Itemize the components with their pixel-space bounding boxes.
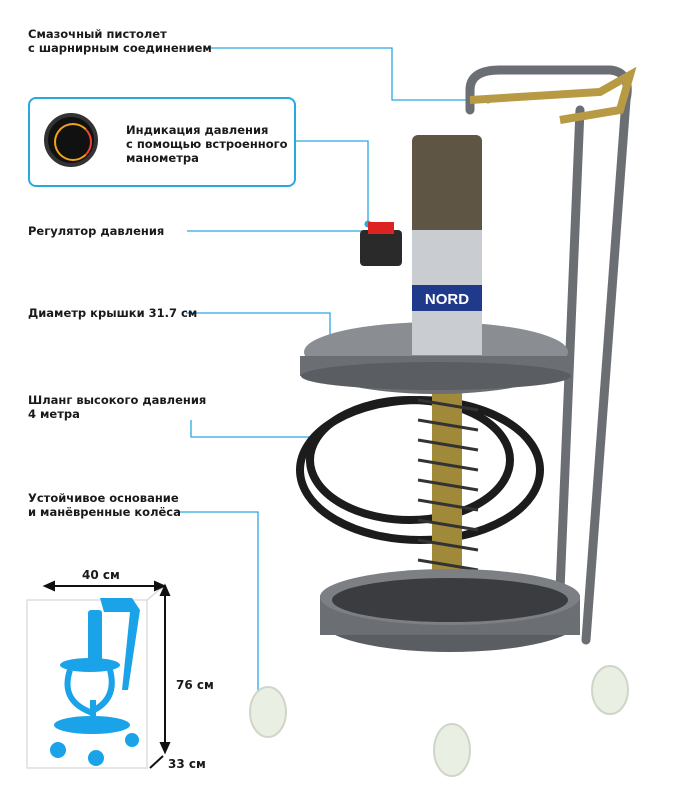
- regulator: [360, 230, 402, 266]
- pump-top: [412, 135, 482, 235]
- callout-text: с помощью встроенного: [126, 137, 288, 151]
- callout-text: Смазочный пистолет: [28, 27, 167, 41]
- pressure-gauge-icon: [44, 113, 98, 167]
- pump-label: NORD: [425, 291, 469, 308]
- gauge-callout-box: Индикация давления с помощью встроенного…: [28, 97, 296, 187]
- cart-silhouette: [50, 598, 140, 766]
- callout-base: Устойчивое основание и манёвренные колёс…: [28, 491, 181, 519]
- dimension-depth: 33 см: [168, 757, 206, 771]
- callout-lid-diameter: Диаметр крышки 31.7 см: [28, 306, 198, 320]
- dimensions-diagram: [26, 580, 171, 769]
- callout-text: и манёвренные колёса: [28, 505, 181, 519]
- wheels: [249, 665, 629, 777]
- callout-text: манометра: [126, 151, 199, 165]
- callout-lines: [176, 47, 488, 712]
- callout-text: Индикация давления: [126, 123, 269, 137]
- grease-gun: [469, 66, 637, 124]
- callout-gauge: Индикация давления с помощью встроенного…: [126, 123, 288, 165]
- callout-regulator: Регулятор давления: [28, 224, 165, 238]
- callout-text: Шланг высокого давления: [28, 393, 207, 407]
- callout-text: 4 метра: [28, 407, 80, 421]
- callout-hose: Шланг высокого давления 4 метра: [28, 393, 206, 421]
- callout-text: Устойчивое основание: [28, 491, 179, 505]
- callout-grease-gun: Смазочный пистолет с шарнирным соединени…: [28, 27, 212, 55]
- dimension-height: 76 см: [176, 678, 214, 692]
- callout-text: с шарнирным соединением: [28, 41, 212, 55]
- dimension-width: 40 см: [82, 568, 120, 582]
